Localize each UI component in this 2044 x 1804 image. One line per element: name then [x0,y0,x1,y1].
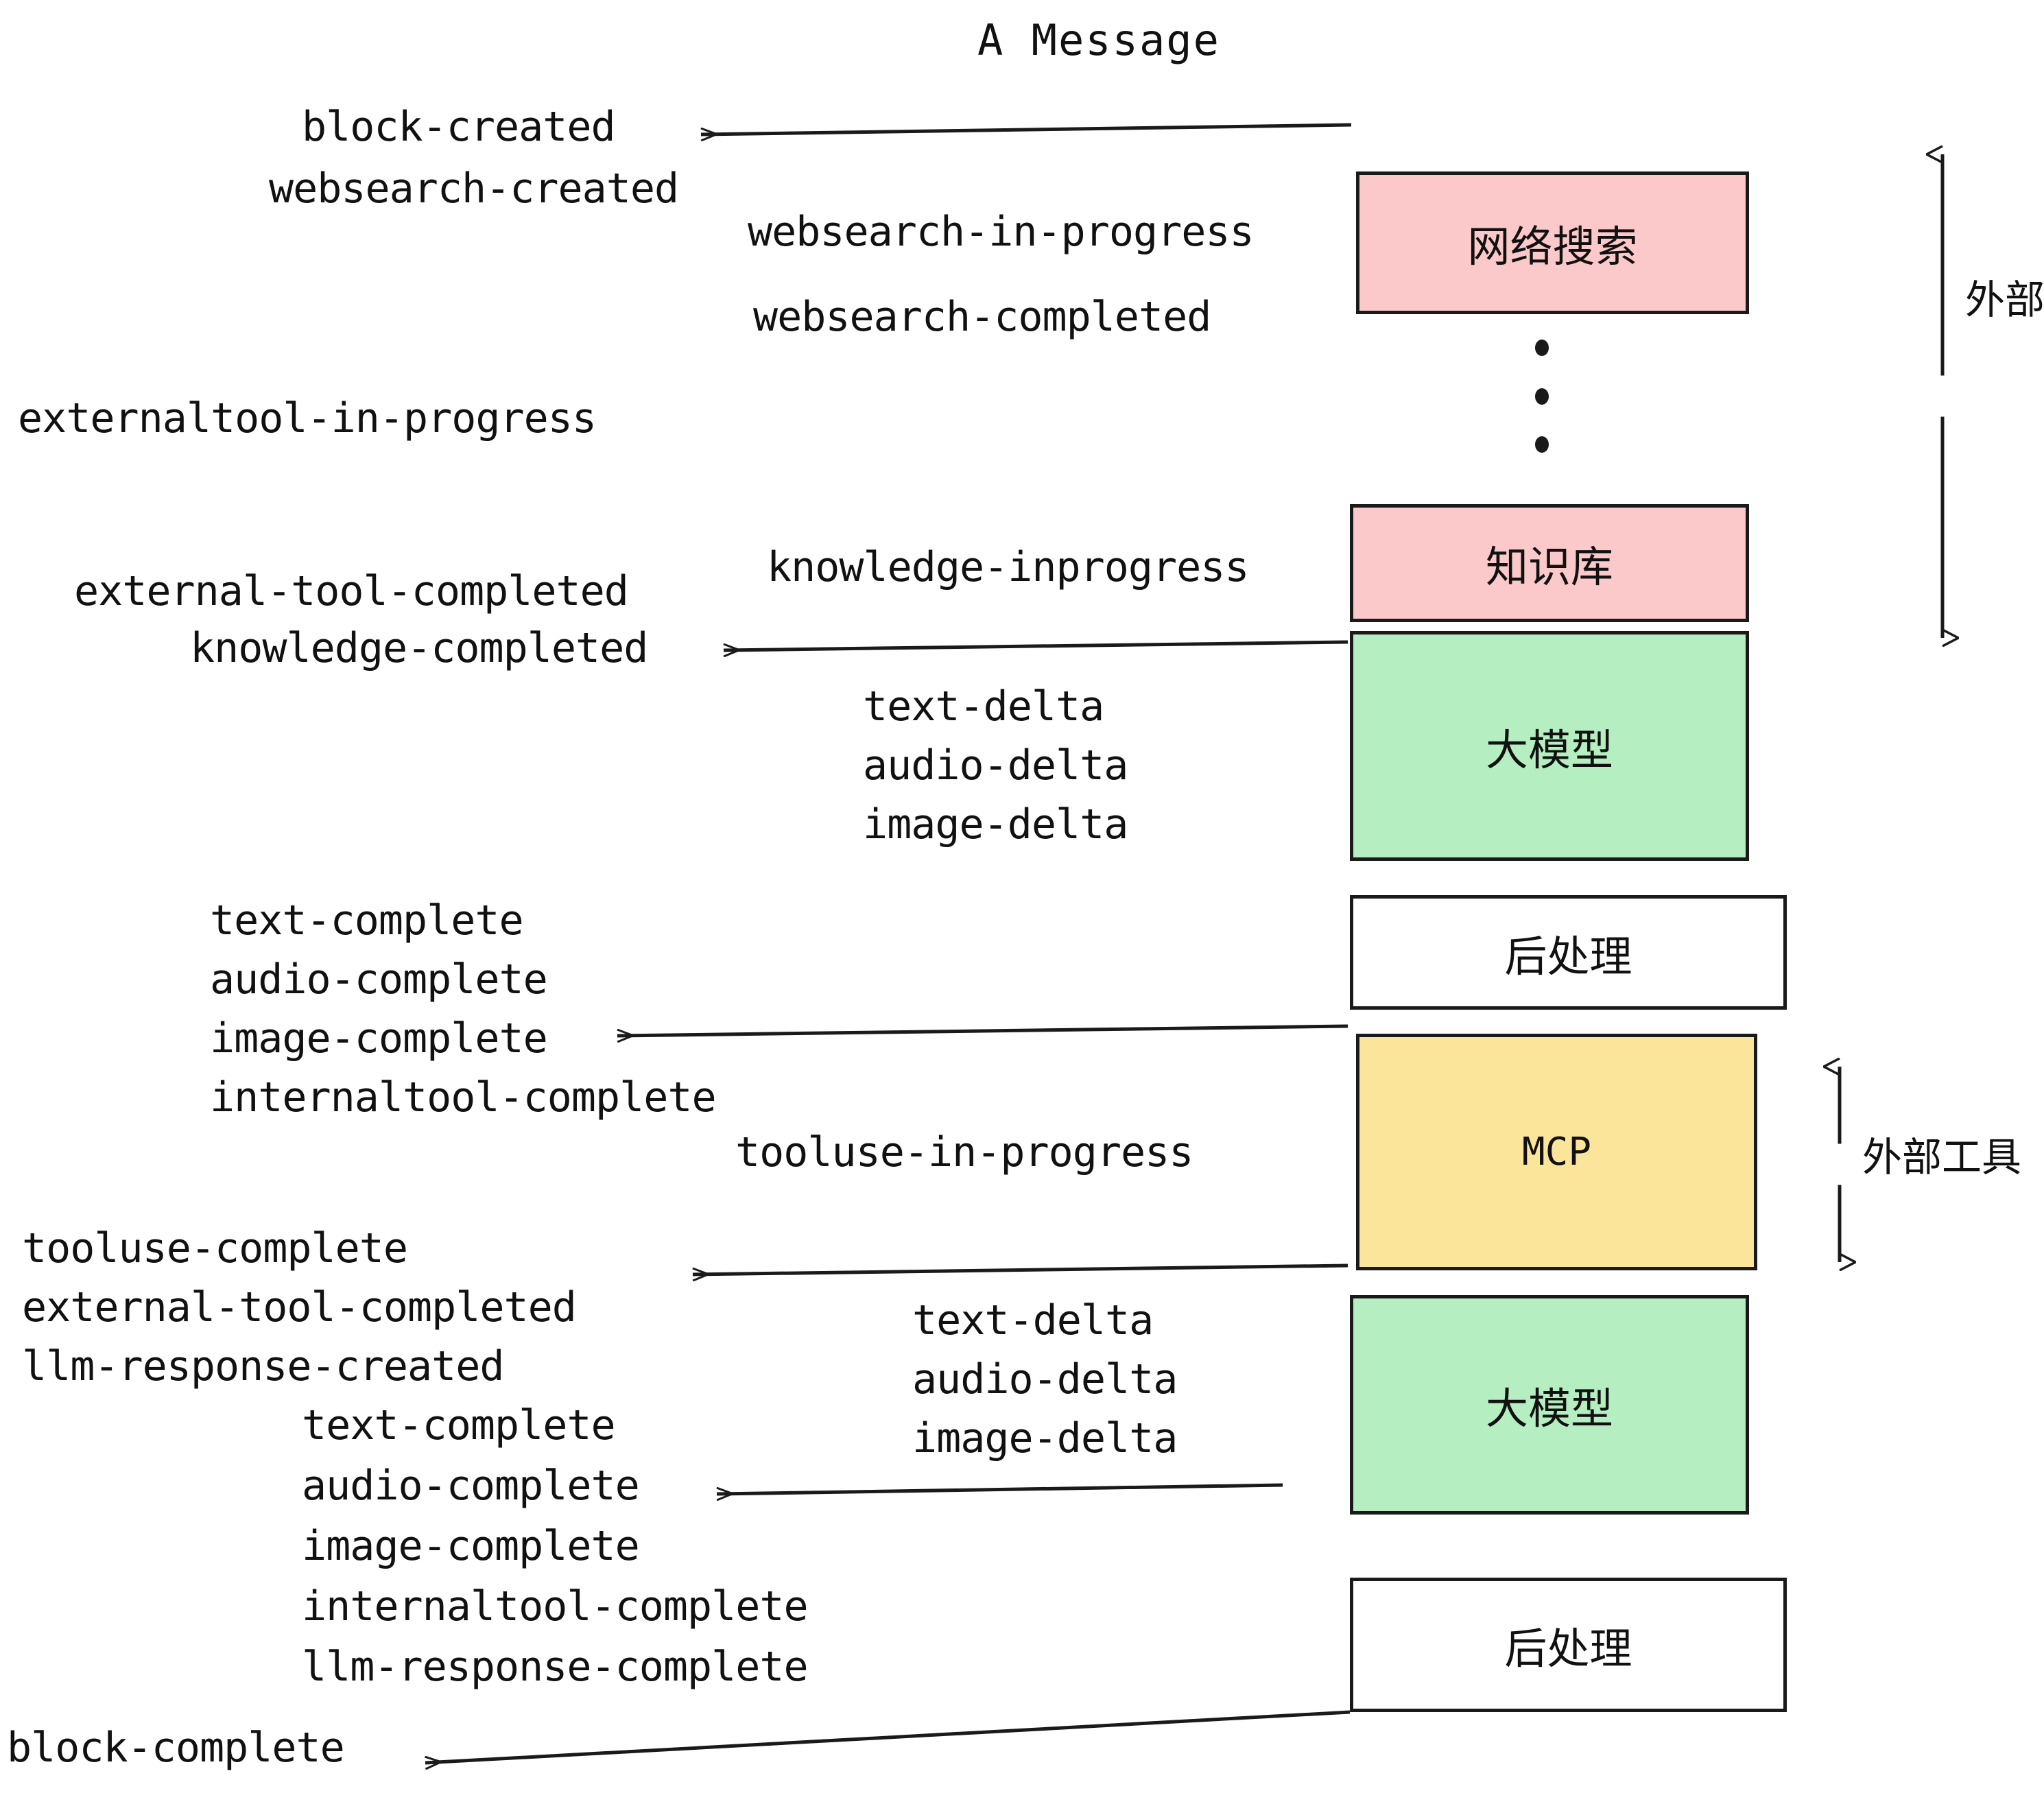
node-label: 知识库 [1485,542,1613,592]
event-label-websearch-completed: websearch-completed [753,293,1211,341]
event-label-text-complete-2: text-complete [302,1401,616,1449]
event-label-audio-delta-2: audio-delta [912,1355,1178,1403]
event-label-internaltool-complete-2: internaltool-complete [302,1582,809,1630]
arrow-image-complete [617,1024,1348,1036]
event-label-tooluse-complete: tooluse-complete [22,1224,408,1272]
event-label-tooluse-in-progress: tooluse-in-progress [735,1128,1193,1176]
page-title: A Message [977,15,1220,65]
event-label-image-delta-2: image-delta [912,1414,1178,1462]
bracket-label-external-tools-top: 外部工具 [1965,276,2044,323]
node-llm-1: 大模型 [1350,631,1749,861]
event-label-internaltool-complete-1: internaltool-complete [210,1073,717,1121]
event-label-websearch-created: websearch-created [269,165,679,213]
node-llm-2: 大模型 [1350,1295,1749,1515]
event-label-audio-complete-2: audio-complete [302,1462,640,1510]
event-label-llm-response-complete: llm-response-complete [302,1643,809,1691]
event-label-audio-delta-1: audio-delta [863,741,1128,790]
arrow-block-complete [425,1710,1351,1763]
node-mcp: MCP [1356,1034,1757,1270]
node-label: 后处理 [1504,1624,1632,1674]
vertical-ellipsis-icon [1535,340,1549,453]
node-label: 大模型 [1485,724,1613,775]
node-postprocess-1: 后处理 [1350,895,1787,1010]
node-label: MCP [1521,1130,1592,1174]
event-label-audio-complete-1: audio-complete [210,956,548,1004]
arrow-audio-complete [717,1483,1283,1494]
event-label-llm-response-created: llm-response-created [22,1342,504,1390]
event-label-external-tool-completed-1: external-tool-completed [74,567,629,615]
bracket-label-external-tools-bottom: 外部工具 [1862,1134,2022,1180]
event-label-image-complete-2: image-complete [302,1522,640,1570]
event-label-knowledge-completed: knowledge-completed [190,624,648,672]
event-label-block-complete: block-complete [7,1724,345,1772]
node-websearch: 网络搜索 [1356,171,1749,314]
node-label: 大模型 [1485,1384,1613,1434]
event-label-text-complete-1: text-complete [210,897,524,945]
event-label-image-complete-1: image-complete [210,1014,548,1063]
node-postprocess-2: 后处理 [1350,1578,1787,1712]
arrow-knowledge-completed [724,640,1348,650]
node-label: 后处理 [1504,931,1632,982]
node-label: 网络搜索 [1467,222,1638,272]
event-label-text-delta-2: text-delta [912,1296,1154,1344]
event-label-block-created: block-created [302,103,616,151]
event-label-image-delta-1: image-delta [863,800,1128,848]
event-label-externaltool-in-progress: externaltool-in-progress [18,394,597,442]
event-label-text-delta-1: text-delta [863,683,1104,731]
event-label-knowledge-inprogress: knowledge-inprogress [767,543,1249,591]
arrow-block-created [701,123,1352,134]
node-knowledge: 知识库 [1350,504,1749,622]
arrow-tooluse-complete [693,1263,1348,1274]
event-label-external-tool-completed-2: external-tool-completed [22,1283,577,1331]
event-label-websearch-in-progress: websearch-in-progress [748,208,1255,256]
